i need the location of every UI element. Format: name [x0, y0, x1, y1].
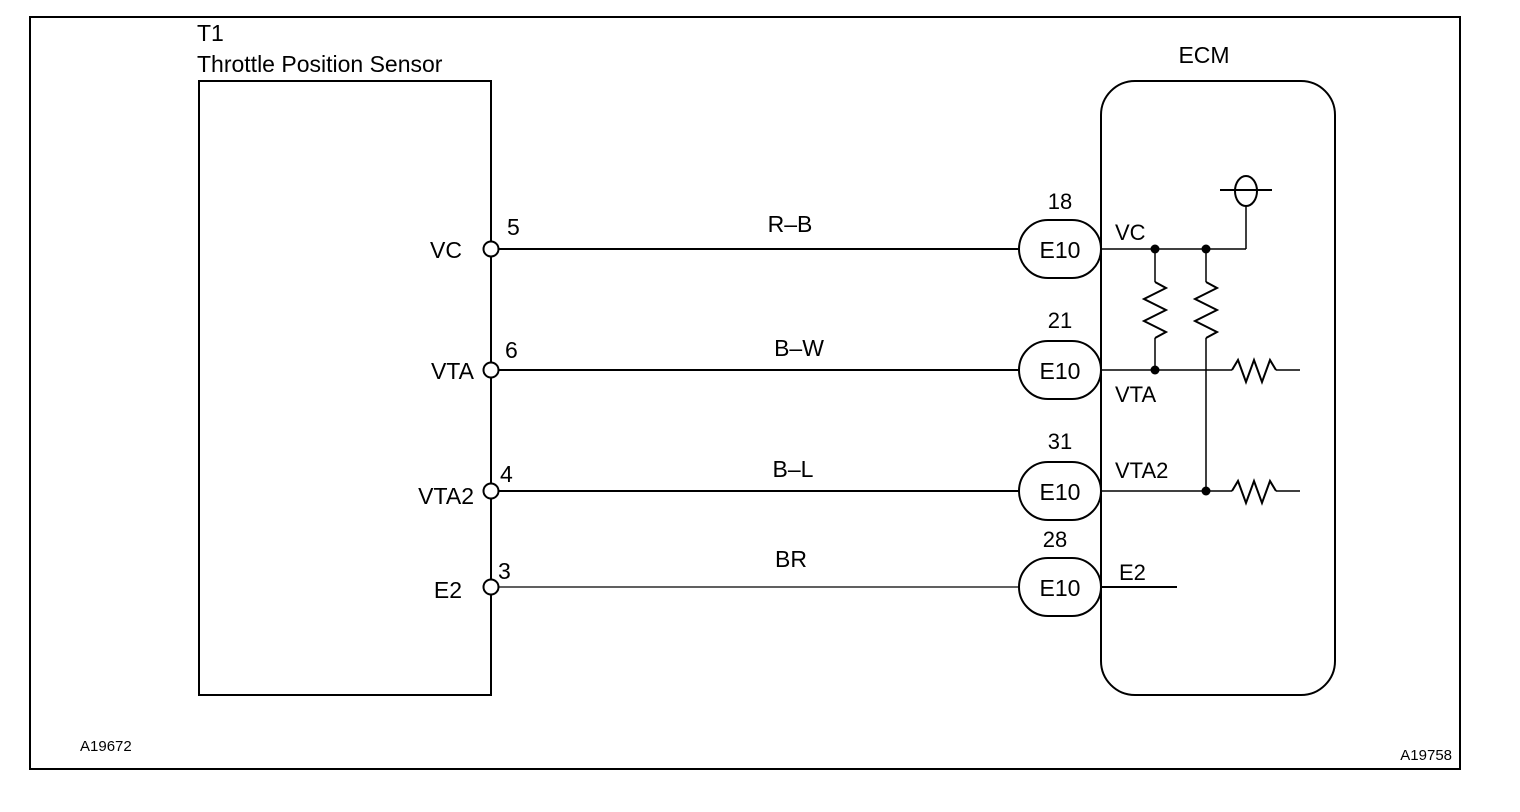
ecm-series-resistor-vta2: [1231, 478, 1277, 506]
connector-e10-vta2: [1018, 461, 1102, 521]
ecm-terminal-vc: VC: [1115, 220, 1146, 245]
connector-id-vta: E10: [1040, 358, 1081, 384]
connector-id-e2: E10: [1040, 575, 1081, 601]
ecm-terminal-vta: VTA: [1115, 382, 1156, 407]
terminal-circle-vc: [482, 240, 500, 258]
connector-e10-vta: [1018, 340, 1102, 400]
ecm-pullup-resistor-vta: [1141, 281, 1169, 339]
wire-color-vta: B–W: [774, 335, 824, 361]
sensor-name: Throttle Position Sensor: [197, 51, 443, 77]
terminal-circle-vta2: [482, 482, 500, 500]
wire-color-vc: R–B: [768, 211, 813, 237]
sensor-pin-vc: 5: [507, 214, 520, 240]
supply-icon: [1234, 175, 1258, 207]
connector-e10-vc: [1018, 219, 1102, 279]
sensor-pin-vta2: 4: [500, 461, 513, 487]
sensor-body: [198, 80, 492, 696]
figure-code-left: A19672: [80, 738, 132, 755]
sensor-terminal-vc: VC: [430, 237, 462, 263]
sensor-terminal-vta2: VTA2: [418, 483, 474, 509]
sensor-pin-e2: 3: [498, 558, 511, 584]
junction-dot: [1201, 244, 1211, 254]
sensor-terminal-vta: VTA: [431, 358, 475, 384]
connector-pin-vc: 18: [1048, 189, 1072, 214]
junction-dot: [1150, 244, 1160, 254]
diagram-frame: [29, 16, 1461, 770]
junction-dot: [1150, 365, 1160, 375]
wire-color-vta2: B–L: [773, 456, 814, 482]
ecm-body: [1100, 80, 1336, 696]
connector-id-vc: E10: [1040, 237, 1081, 263]
terminal-circle-e2: [482, 578, 500, 596]
connector-pin-e2: 28: [1043, 527, 1067, 552]
ecm-terminal-e2: E2: [1119, 560, 1146, 585]
figure-code-right: A19758: [1400, 747, 1452, 764]
sensor-id: T1: [197, 20, 224, 46]
connector-pin-vta: 21: [1048, 308, 1072, 333]
ecm-series-resistor-vta: [1231, 357, 1277, 385]
ecm-title: ECM: [1178, 42, 1229, 68]
sensor-pin-vta: 6: [505, 337, 518, 363]
wire-color-e2: BR: [775, 546, 807, 572]
ecm-terminal-vta2: VTA2: [1115, 458, 1168, 483]
terminal-circle-vta: [482, 361, 500, 379]
connector-pin-vta2: 31: [1048, 429, 1072, 454]
connector-e10-e2: [1018, 557, 1102, 617]
connector-id-vta2: E10: [1040, 479, 1081, 505]
ecm-pullup-resistor-vta2: [1192, 281, 1220, 339]
sensor-terminal-e2: E2: [434, 577, 462, 603]
junction-dot: [1201, 486, 1211, 496]
